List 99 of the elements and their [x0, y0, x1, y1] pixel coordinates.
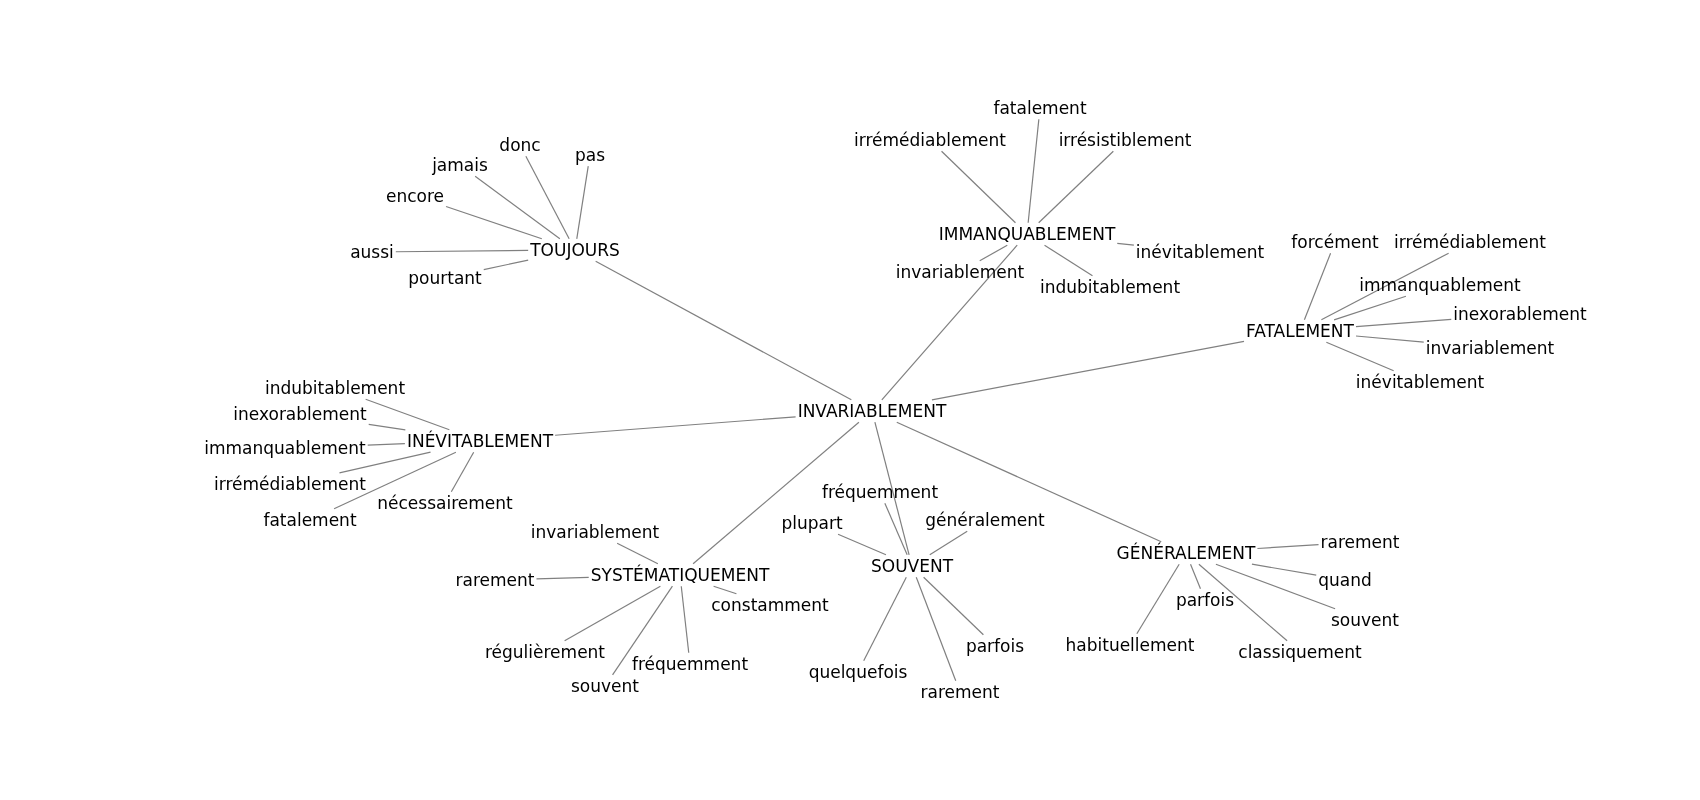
- connector-line: [1027, 118, 1040, 224]
- word-label: plupart: [779, 511, 845, 535]
- connector-line: [837, 533, 887, 556]
- word-label: IMMANQUABLEMENT: [936, 222, 1118, 246]
- word-label: invariablement: [1423, 336, 1557, 360]
- word-label: donc: [497, 133, 543, 157]
- word-label: parfois: [963, 634, 1027, 658]
- word-label: SOUVENT: [868, 554, 956, 578]
- connector-line: [884, 502, 908, 556]
- connector-line: [1320, 252, 1450, 321]
- word-label: immanquablement: [202, 436, 368, 460]
- word-label: inévitablement: [1133, 240, 1267, 264]
- word-label: fréquemment: [629, 652, 751, 676]
- word-label: fréquemment: [819, 480, 941, 504]
- word-label: inexorablement: [1451, 302, 1589, 326]
- word-label: pas: [572, 143, 608, 167]
- connector-line: [1198, 563, 1288, 642]
- connector-line: [525, 155, 570, 240]
- connector-line: [915, 576, 957, 682]
- word-label: quelquefois: [806, 660, 910, 684]
- connector-line: [611, 585, 674, 676]
- word-label: classiquement: [1236, 640, 1364, 664]
- connector-line: [365, 398, 450, 431]
- connector-line: [554, 416, 797, 436]
- word-label: INVARIABLEMENT: [795, 399, 949, 423]
- word-label: pourtant: [406, 266, 484, 290]
- connector-line: [881, 244, 1018, 401]
- connector-line: [874, 421, 910, 556]
- connector-line: [923, 576, 984, 636]
- connector-line: [338, 451, 432, 474]
- connector-line: [1251, 563, 1317, 576]
- word-label: rarement: [1318, 530, 1402, 554]
- word-label: fatalement: [261, 508, 359, 532]
- connector-line: [368, 423, 406, 431]
- word-label: immanquablement: [1357, 273, 1523, 297]
- word-label: TOUJOURS: [528, 238, 622, 262]
- word-label: invariablement: [528, 520, 662, 544]
- connector-line: [1116, 242, 1135, 246]
- word-label: fatalement: [991, 96, 1089, 120]
- connector-line: [535, 576, 590, 580]
- word-label: INÉVITABLEMENT: [404, 429, 556, 453]
- word-label: parfois: [1173, 588, 1237, 612]
- word-label: nécessairement: [375, 491, 515, 515]
- connector-line: [1136, 563, 1180, 635]
- connector-line: [333, 451, 457, 510]
- connector-line: [1256, 544, 1320, 550]
- connector-line: [1043, 244, 1094, 277]
- word-label: irrésistiblement: [1056, 128, 1194, 152]
- connector-line: [474, 175, 561, 240]
- word-label: quand: [1316, 568, 1374, 592]
- word-label: rarement: [453, 568, 537, 592]
- word-label: indubitablement: [262, 376, 408, 400]
- connector-line: [1038, 150, 1114, 224]
- word-label: jamais: [430, 153, 490, 177]
- word-label: inexorablement: [231, 402, 369, 426]
- connector-line: [564, 585, 661, 642]
- connector-line: [595, 260, 852, 401]
- connector-line: [1303, 252, 1332, 321]
- word-label: GÉNÉRALEMENT: [1114, 541, 1258, 565]
- connector-line: [1215, 563, 1336, 610]
- connector-line: [1333, 295, 1407, 321]
- word-label: inévitablement: [1353, 370, 1487, 394]
- connector-line: [1189, 563, 1202, 590]
- word-label: souvent: [569, 674, 641, 698]
- connector-line: [445, 205, 543, 240]
- connector-line: [896, 421, 1162, 543]
- connector-line: [680, 585, 690, 654]
- connector-line: [979, 244, 1008, 262]
- connector-line: [395, 249, 529, 253]
- word-label: souvent: [1329, 608, 1401, 632]
- connector-line: [1355, 335, 1425, 343]
- connector-line: [863, 576, 907, 662]
- word-label: aussi: [348, 240, 396, 264]
- connector-line: [692, 421, 860, 565]
- connector-line: [1355, 318, 1452, 328]
- word-label: encore: [383, 184, 447, 208]
- connector-line: [1325, 341, 1395, 372]
- word-label: FATALEMENT: [1244, 319, 1356, 343]
- connector-line: [616, 542, 659, 565]
- word-label: généralement: [923, 508, 1047, 532]
- connector-line: [367, 443, 406, 446]
- connector-line: [940, 150, 1017, 224]
- connector-line: [931, 340, 1245, 401]
- word-label: constamment: [709, 593, 831, 617]
- connector-line: [483, 259, 529, 271]
- connector-line: [576, 165, 589, 240]
- connector-line: [450, 451, 475, 493]
- word-label: indubitablement: [1037, 275, 1183, 299]
- word-label: invariablement: [893, 260, 1027, 284]
- word-label: forcément: [1289, 230, 1381, 254]
- word-label: irrémédiablement: [1392, 230, 1548, 254]
- word-label: rarement: [918, 680, 1002, 704]
- word-label: SYSTÉMATIQUEMENT: [588, 563, 772, 587]
- connector-line: [713, 585, 737, 595]
- word-label: habituellement: [1063, 633, 1197, 657]
- word-label: régulièrement: [482, 640, 608, 664]
- word-label: irrémédiablement: [852, 128, 1008, 152]
- connector-line: [929, 530, 968, 556]
- word-label: irrémédiablement: [212, 472, 368, 496]
